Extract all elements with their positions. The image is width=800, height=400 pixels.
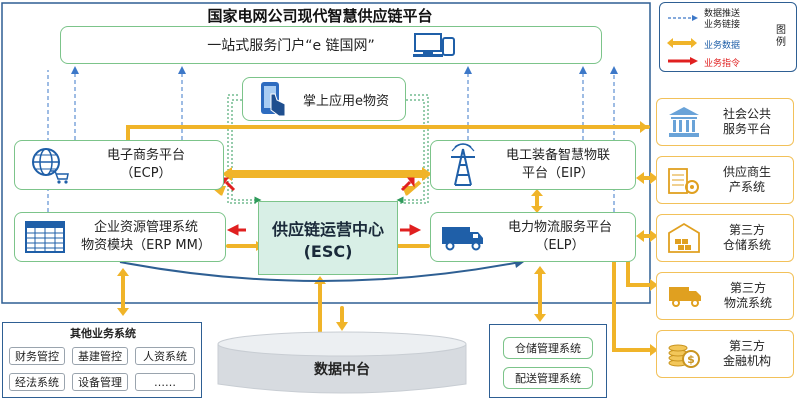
elp-box[interactable]: 电力物流服务平台 （ELP） <box>430 212 636 262</box>
other-system-item[interactable]: 基建管控 <box>72 347 128 365</box>
elp-name: 电力物流服务平台 <box>507 220 612 235</box>
external-third-party-finance[interactable]: $ 第三方 金融机构 <box>656 330 794 378</box>
warehouse-management-system[interactable]: 仓储管理系统 <box>503 337 593 359</box>
transmission-tower-icon <box>451 143 475 186</box>
other-systems-panel: 其他业务系统 财务管控 基建管控 人资系统 经法系统 设备管理 …… <box>2 322 202 398</box>
arc-line <box>119 261 521 282</box>
eip-name: 电工装备智慧物联 <box>505 148 610 163</box>
factory-gear-icon <box>668 168 699 194</box>
data-center-label: 数据中台 <box>314 362 370 378</box>
other-system-item[interactable]: 设备管理 <box>72 373 128 391</box>
external-third-party-warehouse[interactable]: 第三方 仓储系统 <box>656 214 794 262</box>
eip-code: 平台（EIP） <box>522 166 594 181</box>
esc-box[interactable]: 供应链运营中心 (ESC) <box>258 201 398 275</box>
external-name-line1: 第三方 <box>728 223 765 237</box>
other-system-item[interactable]: 财务管控 <box>9 347 65 365</box>
ecp-name: 电子商务平台 <box>106 148 185 163</box>
portal-label: 一站式服务门户“e 链国网” <box>207 38 375 54</box>
truck-icon <box>442 227 483 251</box>
legend-command-label: 业务指令 <box>704 59 741 69</box>
svg-text:$: $ <box>687 353 695 366</box>
legend-symbols <box>667 15 698 65</box>
external-name-line1: 社会公共 <box>722 107 771 121</box>
legend-title: 图例 <box>776 25 786 48</box>
erp-code: 物资模块（ERP MM） <box>81 238 211 253</box>
government-building-icon <box>669 107 699 137</box>
spreadsheet-icon <box>25 221 65 253</box>
external-name-line1: 供应商生 <box>722 165 771 179</box>
distribution-management-system[interactable]: 配送管理系统 <box>503 367 593 389</box>
external-name-line2: 产系统 <box>728 180 765 194</box>
delivery-truck-icon <box>669 287 701 307</box>
globe-cart-icon <box>32 148 69 184</box>
mobile-app-label: 掌上应用e物资 <box>303 93 389 109</box>
other-system-item[interactable]: …… <box>135 373 195 391</box>
erp-box[interactable]: 企业资源管理系统 物资模块（ERP MM） <box>14 212 226 262</box>
esc-name: 供应链运营中心 <box>271 219 384 239</box>
other-system-item[interactable]: 人资系统 <box>135 347 195 365</box>
other-systems-title: 其他业务系统 <box>70 327 136 340</box>
data-center-cylinder <box>217 331 467 394</box>
elp-code: （ELP） <box>535 238 585 253</box>
external-name-line2: 服务平台 <box>722 122 771 136</box>
legend: 数据推送 业务链接 业务数据 业务指令 图例 <box>659 2 797 72</box>
mobile-app-box[interactable]: 掌上应用e物资 <box>242 77 406 121</box>
esc-code: (ESC) <box>303 241 353 261</box>
ecp-box[interactable]: 电子商务平台 （ECP） <box>14 140 224 190</box>
data-bus <box>121 125 654 352</box>
external-name-line1: 第三方 <box>729 281 766 295</box>
external-name-line2: 仓储系统 <box>722 238 771 252</box>
eip-box[interactable]: 电工装备智慧物联 平台（EIP） <box>430 140 636 190</box>
portal-box[interactable]: 一站式服务门户“e 链国网” <box>60 26 602 64</box>
external-supplier-production[interactable]: 供应商生 产系统 <box>656 156 794 204</box>
coins-dollar-icon: $ <box>668 344 700 368</box>
warehouse-panel: 仓储管理系统 配送管理系统 <box>489 324 607 398</box>
warehouse-icon <box>668 222 700 253</box>
external-name-line2: 物流系统 <box>723 296 772 310</box>
external-name-line2: 金融机构 <box>722 354 771 368</box>
computer-icon <box>412 33 455 57</box>
erp-name: 企业资源管理系统 <box>93 220 198 235</box>
legend-data-label: 业务数据 <box>704 41 741 51</box>
legend-push-label: 数据推送 业务链接 <box>704 9 741 30</box>
platform-frame <box>1 2 651 304</box>
external-name-line1: 第三方 <box>728 339 765 353</box>
other-system-item[interactable]: 经法系统 <box>9 373 65 391</box>
platform-title: 国家电网公司现代智慧供应链平台 <box>207 6 433 25</box>
external-third-party-logistics[interactable]: 第三方 物流系统 <box>656 272 794 320</box>
ecp-code: （ECP） <box>120 166 172 181</box>
mobile-links <box>227 94 429 204</box>
smartphone-icon <box>261 82 286 117</box>
external-public-service[interactable]: 社会公共 服务平台 <box>656 98 794 146</box>
